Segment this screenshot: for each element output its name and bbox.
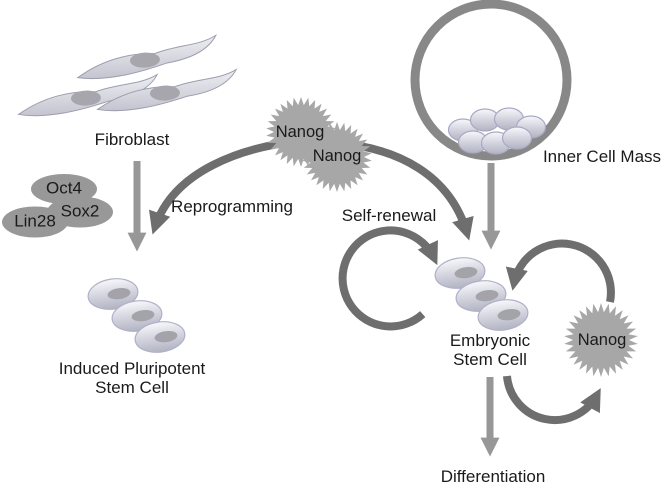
sox2-label: Sox2 <box>60 201 100 221</box>
reprogramming-label: Reprogramming <box>171 197 293 216</box>
nanog-to-esc-feedback-arrow <box>505 239 615 303</box>
esc-label: Embryonic Stem Cell <box>449 331 531 369</box>
oct4-ellipse <box>31 174 97 204</box>
icm-cell <box>501 126 533 150</box>
esc-to-nanog-feedback-arrow <box>503 375 601 425</box>
blastocyst-circle <box>410 0 572 161</box>
self-renewal-label: Self-renewal <box>341 206 437 225</box>
ipsc-label-line2: Stem Cell <box>95 377 169 397</box>
fibroblast-cell <box>75 34 219 81</box>
inner-cell-mass-label: Inner Cell Mass <box>542 147 662 166</box>
nanog-label-center: Nanog <box>312 146 362 165</box>
gene-factor-ellipses <box>2 174 113 238</box>
esc-label-line2: Stem Cell <box>453 349 527 369</box>
fibroblast-label: Fibroblast <box>94 130 170 149</box>
esc-cluster <box>432 254 531 334</box>
self-renewal-loop-arrow <box>338 226 438 331</box>
nanog-label-left: Nanog <box>275 122 325 141</box>
fibroblast-cells-illustration <box>16 34 238 117</box>
lin28-label: Lin28 <box>14 211 56 231</box>
nanog-label-right: Nanog <box>577 330 627 349</box>
ipsc-cluster <box>85 275 188 356</box>
nanog-burst-right <box>564 303 638 377</box>
oct4-label: Oct4 <box>46 178 82 198</box>
sox2-ellipse <box>47 196 113 228</box>
differentiation-label: Differentiation <box>440 467 546 486</box>
ipsc-label-line1: Induced Pluripotent <box>58 359 206 378</box>
nanog-burst-center <box>302 122 372 192</box>
esc-label-line1: Embryonic <box>449 331 531 350</box>
ipsc-label: Induced Pluripotent Stem Cell <box>58 359 206 397</box>
